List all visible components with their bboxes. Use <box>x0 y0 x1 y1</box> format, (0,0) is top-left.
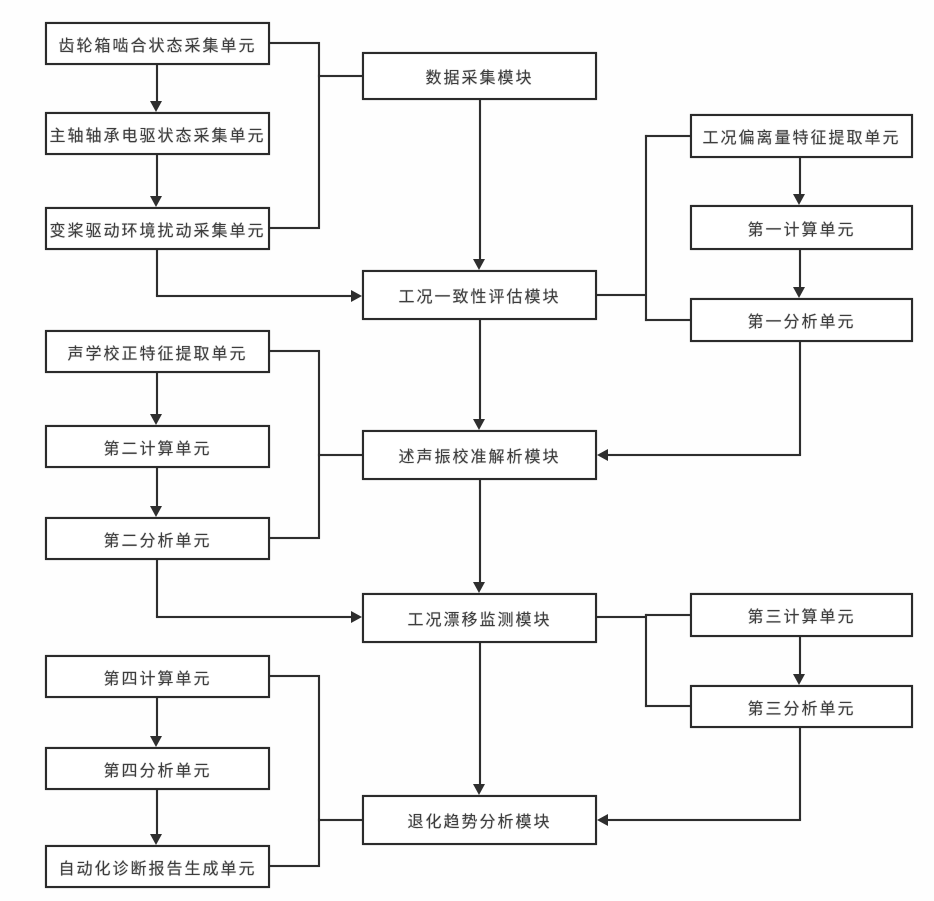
node-condition-consistency-evaluation-module: 工况一致性评估模块 <box>362 270 597 320</box>
connector-line <box>645 614 690 616</box>
connector-line <box>479 320 481 420</box>
node-label: 工况一致性评估模块 <box>398 289 561 306</box>
node-second-analysis-unit: 第二分析单元 <box>45 517 270 560</box>
node-condition-drift-monitoring-module: 工况漂移监测模块 <box>362 593 597 643</box>
node-mainshaft-bearing-drive-state-collect: 主轴轴承电驱状态采集单元 <box>45 112 270 155</box>
node-acoustic-correction-feature-extract: 声学校正特征提取单元 <box>45 330 270 373</box>
node-third-analysis-unit: 第三分析单元 <box>690 685 913 728</box>
node-second-calc-unit: 第二计算单元 <box>45 425 270 468</box>
connector-line <box>318 75 362 77</box>
node-acoustic-vibration-calibration-analysis-module: 述声振校准解析模块 <box>362 430 597 480</box>
connector-line <box>645 135 647 321</box>
connector-line <box>156 155 158 197</box>
connector-line <box>479 643 481 785</box>
connector-line <box>479 480 481 583</box>
connector-line <box>318 42 320 229</box>
node-label: 齿轮箱啮合状态采集单元 <box>58 37 257 55</box>
connector-line <box>318 819 362 821</box>
connector-line <box>270 537 318 539</box>
node-label: 自动化诊断报告生成单元 <box>58 860 257 878</box>
node-label: 第一计算单元 <box>747 221 856 239</box>
connector-line <box>156 790 158 835</box>
connector-line <box>645 319 690 321</box>
arrowhead-down-icon <box>793 674 805 685</box>
connector-line <box>479 100 481 260</box>
connector-line <box>799 342 801 455</box>
connector-line <box>799 250 801 288</box>
connector-line <box>645 705 690 707</box>
connector-line <box>318 675 320 867</box>
node-label: 退化趋势分析模块 <box>407 814 552 831</box>
node-label: 第四分析单元 <box>103 762 212 780</box>
arrowhead-down-icon <box>150 506 162 517</box>
arrowhead-down-icon <box>473 784 485 795</box>
node-label: 第三分析单元 <box>747 700 856 718</box>
connector-line <box>597 294 645 296</box>
node-label: 工况偏离量特征提取单元 <box>702 130 901 147</box>
connector-line <box>799 728 801 820</box>
node-auto-diagnostic-report-unit: 自动化诊断报告生成单元 <box>45 845 270 888</box>
connector-line <box>270 227 318 229</box>
node-data-acquisition-module: 数据采集模块 <box>362 52 597 100</box>
arrowhead-down-icon <box>473 259 485 270</box>
connector-line <box>597 616 645 618</box>
arrowhead-down-icon <box>150 196 162 207</box>
node-label: 第二计算单元 <box>103 440 212 458</box>
connector-line <box>645 135 690 137</box>
node-label: 工况漂移监测模块 <box>407 612 552 629</box>
connector-line <box>645 614 647 707</box>
arrowhead-left-icon <box>597 814 608 826</box>
connector-line <box>156 468 158 508</box>
node-label: 述声振校准解析模块 <box>398 449 561 466</box>
node-gearbox-mesh-state-collect: 齿轮箱啮合状态采集单元 <box>45 22 270 65</box>
node-third-calc-unit: 第三计算单元 <box>690 593 913 637</box>
node-label: 第一分析单元 <box>747 314 856 331</box>
connector-line <box>156 560 158 617</box>
node-label: 第二分析单元 <box>103 532 212 550</box>
connector-line <box>270 42 318 44</box>
connector-line <box>156 373 158 415</box>
connector-line <box>156 250 158 296</box>
arrowhead-down-icon <box>150 414 162 425</box>
node-fourth-analysis-unit: 第四分析单元 <box>45 747 270 790</box>
connector-line <box>270 865 318 867</box>
connector-line <box>608 819 801 821</box>
node-fourth-calc-unit: 第四计算单元 <box>45 655 270 698</box>
node-label: 第三计算单元 <box>747 609 856 626</box>
arrowhead-right-icon <box>351 290 362 302</box>
node-first-calc-unit: 第一计算单元 <box>690 205 913 250</box>
connector-line <box>799 158 801 195</box>
node-label: 变桨驱动环境扰动采集单元 <box>49 222 266 240</box>
arrowhead-down-icon <box>793 287 805 298</box>
arrowhead-down-icon <box>793 194 805 205</box>
arrowhead-down-icon <box>473 582 485 593</box>
node-degradation-trend-analysis-module: 退化趋势分析模块 <box>362 795 597 845</box>
connector-line <box>156 698 158 737</box>
node-label: 声学校正特征提取单元 <box>67 345 248 363</box>
node-label: 主轴轴承电驱状态采集单元 <box>49 127 266 145</box>
node-label: 第四计算单元 <box>103 670 212 688</box>
connector-line <box>270 350 318 352</box>
connector-line <box>156 295 352 297</box>
node-first-analysis-unit: 第一分析单元 <box>690 298 913 342</box>
arrowhead-left-icon <box>597 449 608 461</box>
node-pitch-drive-disturbance-collect: 变桨驱动环境扰动采集单元 <box>45 207 270 250</box>
connector-line <box>270 675 318 677</box>
connector-line <box>318 454 362 456</box>
node-condition-deviation-feature-extract: 工况偏离量特征提取单元 <box>690 114 913 158</box>
node-label: 数据采集模块 <box>425 70 534 87</box>
arrowhead-down-icon <box>150 736 162 747</box>
connector-line <box>156 616 352 618</box>
arrowhead-down-icon <box>150 834 162 845</box>
connector-line <box>318 350 320 539</box>
connector-line <box>156 65 158 102</box>
arrowhead-down-icon <box>150 101 162 112</box>
arrowhead-right-icon <box>351 611 362 623</box>
arrowhead-down-icon <box>473 419 485 430</box>
connector-line <box>608 454 801 456</box>
connector-line <box>799 637 801 675</box>
